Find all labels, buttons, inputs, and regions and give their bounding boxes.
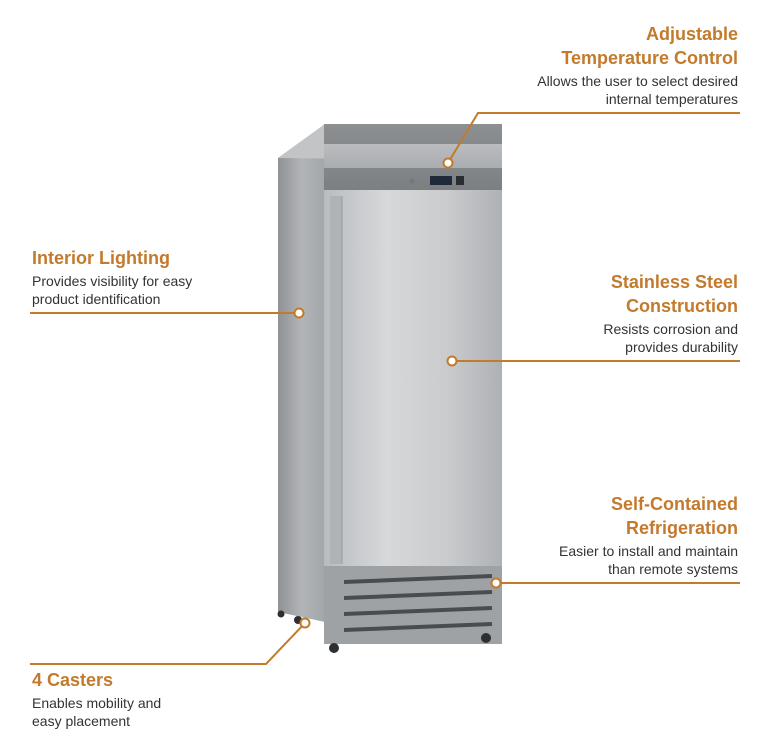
- power-switch: [456, 176, 464, 185]
- feature-description: Easier to install and maintain than remo…: [559, 543, 738, 577]
- refrigeration-callout-dot: [490, 577, 502, 589]
- feature-description: Resists corrosion and provides durabilit…: [603, 321, 738, 355]
- feature-description: Allows the user to select desired intern…: [537, 73, 738, 107]
- lock-icon: [409, 178, 415, 184]
- caster-wheels: [277, 610, 491, 653]
- lighting-callout-dot: [293, 307, 305, 319]
- feature-description: Enables mobility and easy placement: [32, 695, 162, 729]
- feature-title: 4 Casters: [32, 670, 114, 690]
- feature-stainless-steel: Stainless Steel Construction Resists cor…: [498, 270, 738, 356]
- casters-callout-dot: [299, 617, 311, 629]
- temperature-callout-dot: [442, 157, 454, 169]
- feature-description: Provides visibility for easy product ide…: [32, 273, 193, 307]
- feature-temperature-control: Adjustable Temperature Control Allows th…: [438, 22, 738, 108]
- door-handle: [330, 196, 342, 564]
- cabinet-side-panel: [278, 124, 325, 622]
- grille-vents: [343, 574, 493, 632]
- feature-title: Self-Contained Refrigeration: [610, 494, 738, 538]
- feature-interior-lighting: Interior Lighting Provides visibility fo…: [32, 246, 292, 308]
- feature-self-contained-refrigeration: Self-Contained Refrigeration Easier to i…: [498, 492, 738, 578]
- steel-callout-dot: [446, 355, 458, 367]
- callout-dots: [293, 157, 502, 629]
- feature-casters: 4 Casters Enables mobility and easy plac…: [32, 668, 272, 730]
- temperature-display: [430, 176, 452, 185]
- callout-lines: [30, 112, 740, 665]
- cabinet-door: [324, 190, 502, 566]
- feature-title: Interior Lighting: [32, 248, 170, 268]
- feature-title: Adjustable Temperature Control: [561, 24, 738, 68]
- feature-title: Stainless Steel Construction: [610, 272, 738, 316]
